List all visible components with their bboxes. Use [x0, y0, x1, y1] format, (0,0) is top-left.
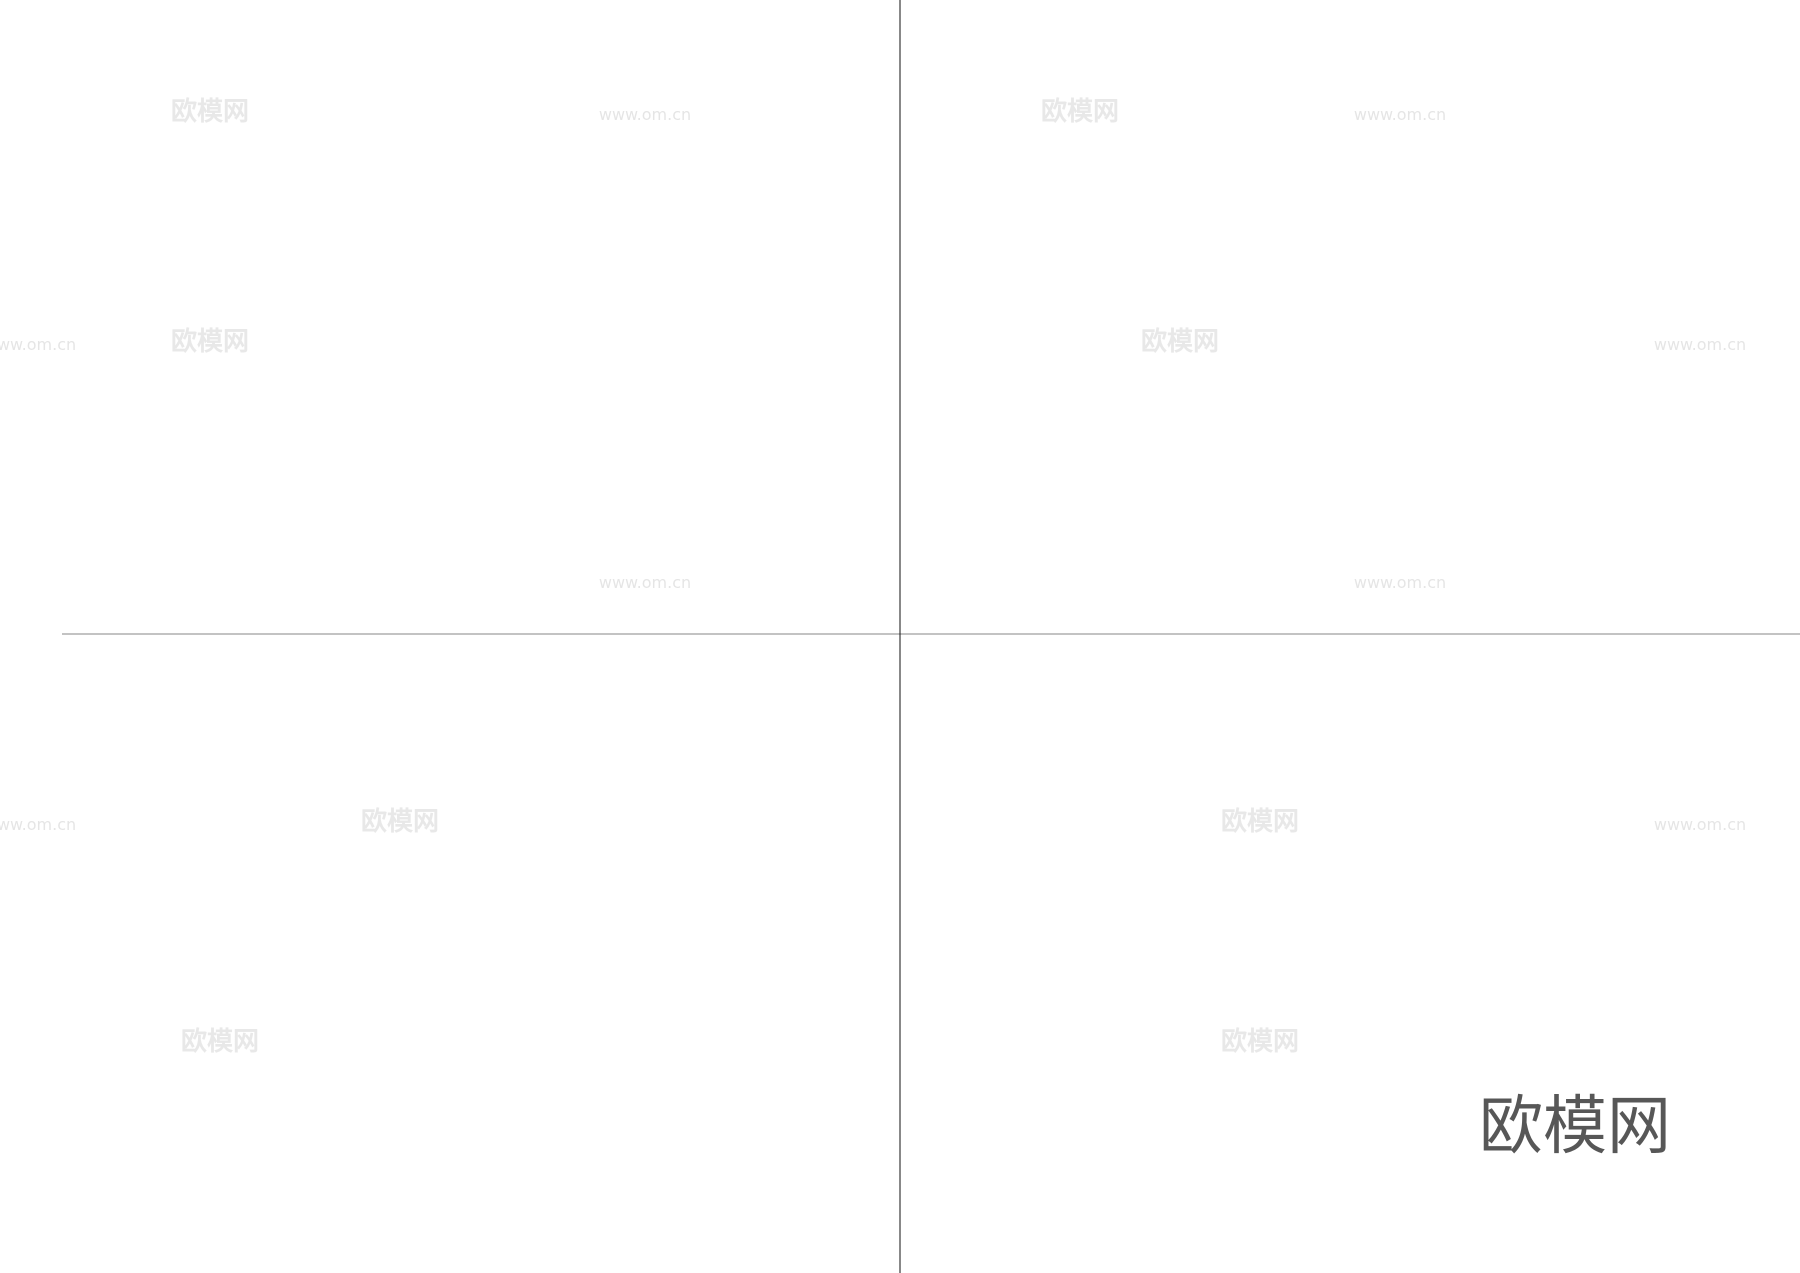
watermark-brand: 欧模网 [361, 806, 439, 837]
watermark-url: www.om.cn [1354, 105, 1446, 124]
watermark-url: www.om.cn [599, 105, 691, 124]
watermark-brand: 欧模网 [1041, 96, 1119, 127]
watermark-url: www.om.cn [0, 815, 76, 834]
watermark-brand: 欧模网 [181, 1026, 259, 1057]
watermark-brand: 欧模网 [1221, 806, 1299, 837]
watermark-url: www.om.cn [0, 335, 76, 354]
watermark-brand: 欧模网 [171, 96, 249, 127]
watermark-url: www.om.cn [1654, 335, 1746, 354]
watermark-url: www.om.cn [1354, 573, 1446, 592]
watermark-brand: 欧模网 [1141, 326, 1219, 357]
watermark-url: www.om.cn [1654, 815, 1746, 834]
watermark-brand-large: 欧模网 [1479, 1090, 1671, 1164]
watermark-url: www.om.cn [599, 573, 691, 592]
watermark-brand: 欧模网 [1221, 1026, 1299, 1057]
watermark-brand: 欧模网 [171, 326, 249, 357]
